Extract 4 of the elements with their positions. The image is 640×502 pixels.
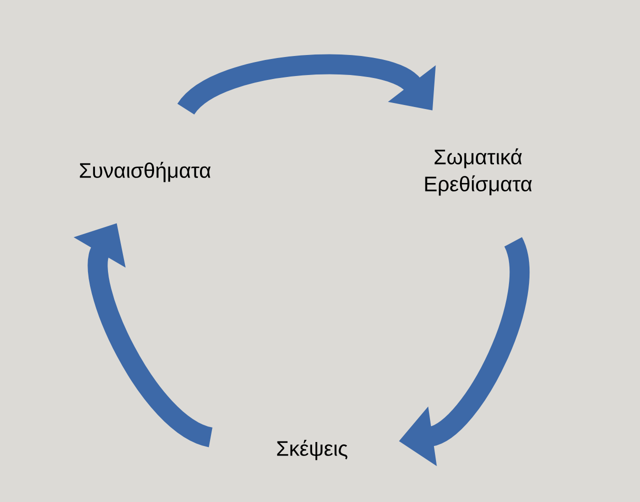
curved-arrow — [178, 54, 436, 116]
node-label: Σωματικά Ερεθίσματα — [425, 148, 532, 196]
node-label: Συναισθήματα — [80, 162, 211, 182]
node-label: Σκέψεις — [277, 440, 348, 460]
